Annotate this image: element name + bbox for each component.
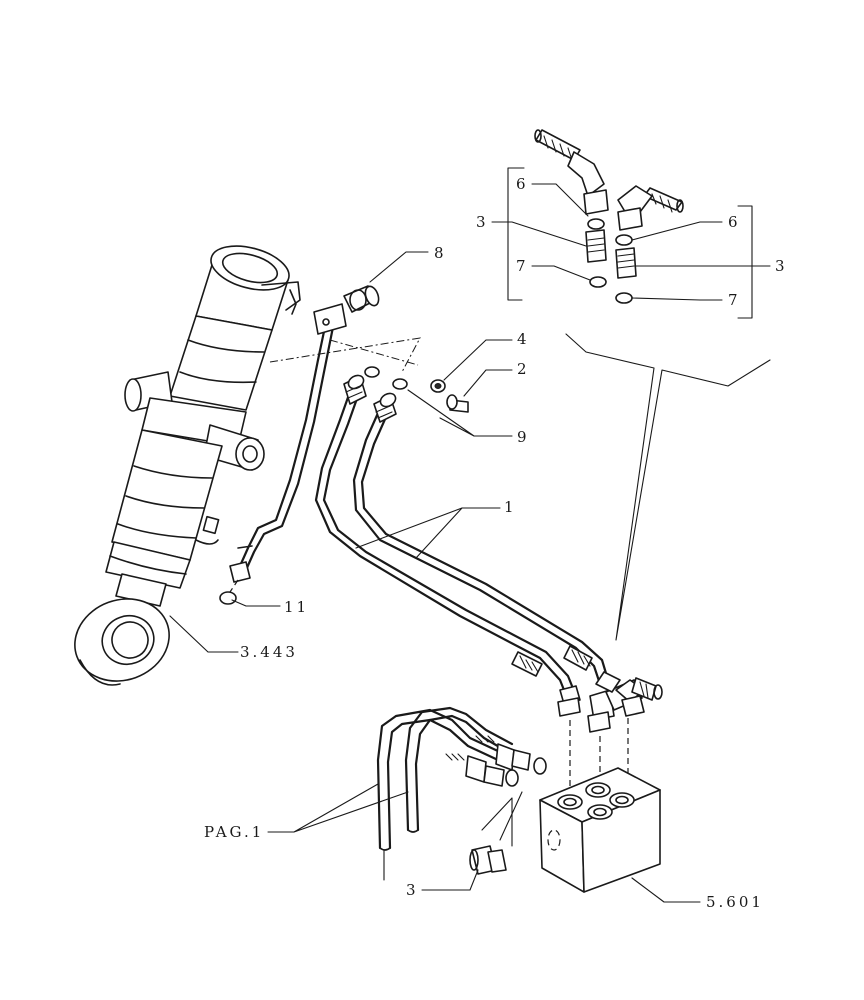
callout-8: 8: [434, 244, 447, 262]
hoses-pag1: [376, 706, 547, 881]
callout-7-left: 7: [516, 257, 529, 275]
inset-pointer: [565, 333, 771, 641]
inset-detail: [507, 129, 753, 319]
callout-7-right: 7: [728, 291, 741, 309]
manifold-fittings: [557, 671, 663, 733]
pipe-8: [229, 285, 380, 583]
manifold-block: [539, 767, 661, 893]
washers-9: [364, 366, 408, 390]
callout-3443: 3.443: [240, 643, 298, 661]
callout-11: 11: [284, 598, 309, 616]
callout-3-inset-right: 3: [775, 257, 788, 275]
callout-2: 2: [517, 360, 530, 378]
callout-3-bottom: 3: [406, 881, 419, 899]
callout-3-inset-left: 3: [476, 213, 489, 231]
callout-6-right: 6: [728, 213, 741, 231]
leader-lines: [169, 183, 771, 903]
callout-labels: 8 4 2 9 1 11 3.443 PAG.1 3 5.601 6 3 7 6…: [204, 175, 788, 911]
bolt-2: [446, 394, 469, 413]
adapter-3-bottom: [469, 845, 507, 875]
hydraulic-cylinder: [74, 245, 301, 686]
callout-6-left: 6: [516, 175, 529, 193]
pipes-1: [314, 374, 610, 702]
callout-pag1: PAG.1: [204, 823, 264, 841]
callout-4: 4: [517, 330, 530, 348]
callout-1: 1: [504, 498, 517, 516]
nut-4: [430, 379, 446, 393]
callout-9: 9: [517, 428, 530, 446]
seal-11: [219, 591, 237, 605]
callout-5601: 5.601: [706, 893, 764, 911]
